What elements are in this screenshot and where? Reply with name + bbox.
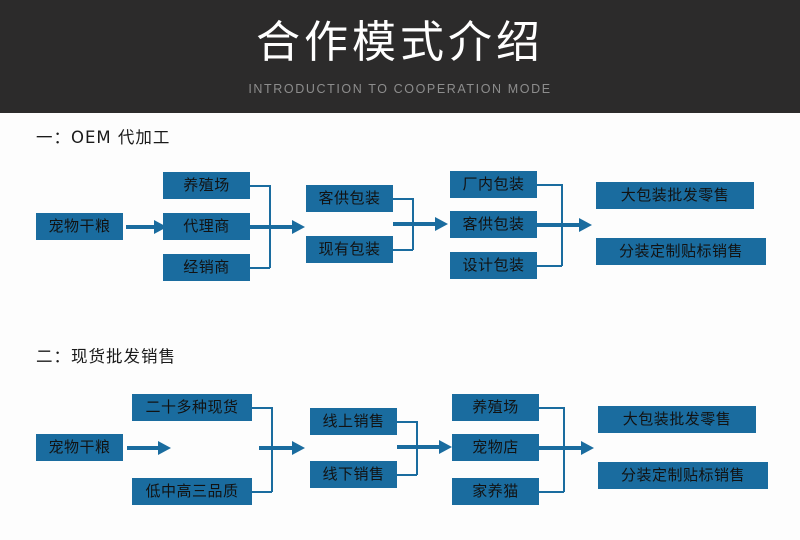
section-1-arrowhead-type-to-sales — [579, 217, 592, 232]
section-2-box-customer-pet-shop: 宠物店 — [452, 434, 539, 461]
section-2-box-channel-online-sales: 线上销售 — [310, 408, 397, 435]
section-2-box-customer-house-cat: 家养猫 — [452, 478, 539, 505]
section-1-box-packaging-type-customer-supplied: 客供包装 — [450, 211, 537, 238]
section-1-box-sales-repack-custom-label: 分装定制贴标销售 — [596, 238, 766, 265]
section-1-box-channel-distributor: 经销商 — [163, 254, 250, 281]
section-2-arrowhead-customer-to-sales — [581, 440, 594, 455]
section-2-box-sales-repack-custom-label: 分装定制贴标销售 — [598, 462, 768, 489]
section-2-connector-customer-house-cat — [539, 491, 564, 493]
section-2-connector-offline-sales — [397, 474, 417, 476]
section-2-arrowhead-stock-to-channel — [292, 440, 305, 455]
section-1-box-packaging-type-in-factory: 厂内包装 — [450, 171, 537, 198]
section-2-heading: 二：现货批发销售 — [36, 347, 176, 366]
section-2-arrow-channel-to-customer — [397, 445, 441, 449]
section-1-arrow-source-to-channel — [126, 225, 156, 229]
section-2-box-sales-bulk-wholesale-retail: 大包装批发零售 — [598, 406, 756, 433]
section-1-connector-distributor — [250, 267, 270, 269]
section-2-box-customer-farm: 养殖场 — [452, 394, 539, 421]
section-1-box-source-pet-dry-food: 宠物干粮 — [36, 213, 123, 240]
section-1-box-sales-bulk-wholesale-retail: 大包装批发零售 — [596, 182, 754, 209]
section-1-connector-farm — [250, 185, 270, 187]
section-2-arrow-source-to-stock — [127, 446, 160, 450]
section-1-connector-customer-pack — [393, 198, 413, 200]
section-1-arrowhead-channel-to-packaging — [292, 219, 305, 234]
section-2-arrow-stock-to-channel — [259, 446, 294, 450]
section-2-connector-online-sales — [397, 421, 417, 423]
section-2-connector-customer-spine — [563, 407, 565, 492]
section-1-arrow-type-to-sales — [537, 223, 581, 227]
section-1-connector-in-factory — [537, 184, 562, 186]
section-1-box-packaging-source-existing: 现有包装 — [306, 236, 393, 263]
section-1-connector-existing-pack — [393, 249, 413, 251]
section-1-box-channel-agent: 代理商 — [163, 213, 250, 240]
section-2-arrowhead-source-to-stock — [158, 440, 171, 455]
section-2-arrow-customer-to-sales — [539, 446, 583, 450]
page-subtitle: INTRODUCTION TO COOPERATION MODE — [248, 81, 552, 96]
section-2-box-stock-twenty-varieties: 二十多种现货 — [132, 394, 252, 421]
section-1-box-channel-farm: 养殖场 — [163, 172, 250, 199]
section-2-connector-stock-spine — [271, 407, 273, 492]
section-1-heading: 一：OEM 代加工 — [36, 128, 171, 147]
section-1-arrow-channel-to-packaging — [250, 225, 294, 229]
section-1-arrow-packaging-to-type — [393, 222, 437, 226]
section-2-arrowhead-channel-to-customer — [439, 439, 452, 454]
page-title: 合作模式介绍 — [256, 17, 544, 69]
section-2-box-source-pet-dry-food: 宠物干粮 — [36, 434, 123, 461]
header-banner: 合作模式介绍 INTRODUCTION TO COOPERATION MODE — [0, 0, 800, 113]
section-1-arrowhead-packaging-to-type — [435, 216, 448, 231]
section-1-box-packaging-type-designed: 设计包装 — [450, 252, 537, 279]
section-2-connector-customer-farm — [539, 407, 564, 409]
section-1-box-packaging-source-customer: 客供包装 — [306, 185, 393, 212]
section-2-box-stock-three-quality-grades: 低中高三品质 — [132, 478, 252, 505]
section-2-connector-three-quality — [252, 491, 272, 493]
section-2-connector-twenty-varieties — [252, 407, 272, 409]
section-2-box-channel-offline-sales: 线下销售 — [310, 461, 397, 488]
section-1-connector-designed — [537, 265, 562, 267]
